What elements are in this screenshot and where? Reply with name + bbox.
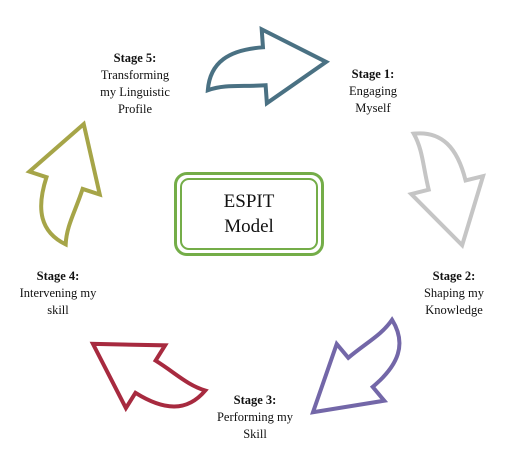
stage-5-title: Stage 5:	[113, 51, 157, 65]
stage-3-arrow-icon	[310, 316, 402, 415]
center-box-inner: ESPIT Model	[180, 178, 318, 250]
stage-5-line-2: my Linguistic	[100, 85, 170, 99]
stage-1-line-1: Engaging	[349, 84, 397, 98]
arrow-outline	[407, 131, 486, 250]
center-box: ESPIT Model	[174, 172, 324, 256]
stage-5-line-1: Transforming	[100, 68, 170, 82]
stage-5-arrow-icon	[25, 120, 103, 248]
stage-2-line-2: Knowledge	[425, 303, 483, 317]
arrow-outline	[89, 341, 209, 413]
stage-5-label: Stage 5: Transforming my Linguistic Prof…	[80, 50, 190, 118]
stage-4-title: Stage 4:	[36, 269, 80, 283]
stage-4-line-2: skill	[47, 303, 69, 317]
stage-1-line-2: Myself	[355, 101, 391, 115]
center-title-line-2: Model	[224, 216, 274, 237]
arrow-outline	[205, 25, 331, 107]
stage-1-arrow-icon	[205, 25, 331, 107]
stage-4-arrow-icon	[89, 341, 209, 413]
stage-5-line-3: Profile	[117, 102, 153, 116]
stage-3-line-2: Skill	[243, 427, 267, 441]
arrow-outline	[25, 120, 103, 248]
stage-1-label: Stage 1: Engaging Myself	[330, 66, 416, 117]
stage-4-line-1: Intervening my	[19, 286, 97, 300]
stage-1-title: Stage 1:	[351, 67, 395, 81]
stage-2-label: Stage 2: Shaping my Knowledge	[404, 268, 504, 319]
stage-4-label: Stage 4: Intervening my skill	[2, 268, 114, 319]
stage-2-arrow-icon	[407, 131, 486, 250]
stage-2-line-1: Shaping my	[423, 286, 485, 300]
center-title-line-1: ESPIT	[223, 191, 275, 212]
arrow-outline	[310, 316, 402, 415]
stage-3-label: Stage 3: Performing my Skill	[200, 392, 310, 443]
stage-3-title: Stage 3:	[233, 393, 277, 407]
stage-2-title: Stage 2:	[432, 269, 476, 283]
stage-3-line-1: Performing my	[216, 410, 294, 424]
